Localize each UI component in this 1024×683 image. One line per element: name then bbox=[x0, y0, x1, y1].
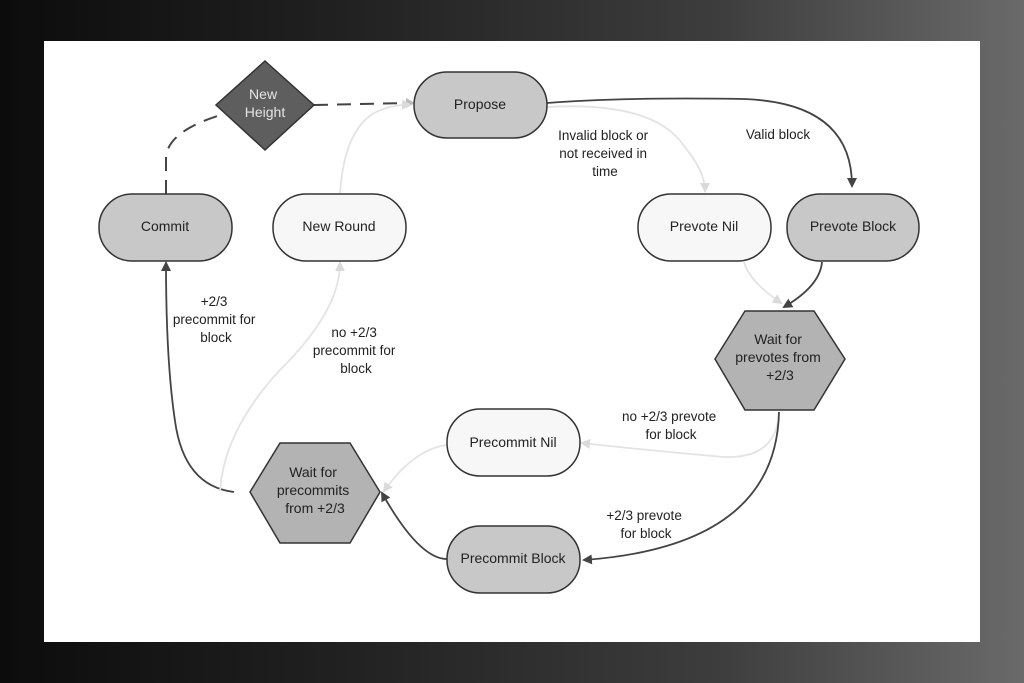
new-height-label-line1: New bbox=[249, 86, 278, 102]
node-precommit-block: Precommit Block bbox=[446, 525, 581, 594]
edge-label-valid-block: Valid block bbox=[746, 127, 811, 142]
edge-precommit-block-to-wait-precommits bbox=[381, 491, 448, 560]
commit-label: Commit bbox=[141, 218, 189, 234]
edge-propose-to-prevote-nil bbox=[546, 105, 710, 193]
edge-label-no-plus23-precommit: no +2/3 precommit for block bbox=[313, 325, 399, 376]
wait-precommits-hexagon bbox=[249, 442, 381, 544]
wait-prevotes-line2: prevotes from bbox=[735, 349, 821, 365]
node-new-height: New Height bbox=[214, 59, 316, 152]
edge-label-plus23-prevote: +2/3 prevote for block bbox=[606, 508, 685, 541]
node-wait-precommits: Wait for precommits from +2/3 bbox=[249, 442, 381, 544]
edge-label-no-plus23-prevote: no +2/3 prevote for block bbox=[622, 409, 720, 442]
node-prevote-nil: Prevote Nil bbox=[637, 193, 772, 262]
wait-prevotes-line1: Wait for bbox=[754, 331, 802, 347]
edge-label-plus23-precommit-block: +2/3 precommit for block bbox=[173, 294, 259, 345]
new-height-diamond bbox=[214, 59, 316, 152]
svg-text:New Height: New Height bbox=[245, 86, 286, 120]
edge-prevote-block-to-wait-prevotes bbox=[782, 261, 823, 309]
edge-wait-prevotes-to-precommit-block bbox=[582, 411, 780, 565]
wait-precommits-line2: precommits bbox=[277, 482, 349, 498]
state-diagram-canvas: New Height Propose Commit New Round Prev… bbox=[44, 41, 980, 642]
edge-wait-precommits-to-commit bbox=[161, 261, 235, 493]
wait-precommits-line1: Wait for bbox=[289, 464, 337, 480]
edge-label-invalid-block: Invalid block or not received in time bbox=[558, 128, 652, 179]
edge-wait-prevotes-to-precommit-nil bbox=[580, 411, 780, 458]
new-height-label-line2: Height bbox=[245, 104, 286, 120]
precommit-nil-label: Precommit Nil bbox=[469, 434, 556, 450]
edge-prevote-nil-to-wait-prevotes bbox=[743, 261, 783, 305]
node-wait-prevotes: Wait for prevotes from +2/3 bbox=[714, 310, 846, 411]
node-precommit-nil: Precommit Nil bbox=[446, 408, 581, 477]
prevote-block-label: Prevote Block bbox=[810, 218, 897, 234]
node-propose: Propose bbox=[413, 71, 548, 139]
propose-label: Propose bbox=[454, 96, 506, 112]
wait-prevotes-line3: +2/3 bbox=[766, 367, 794, 383]
edge-new-round-to-propose bbox=[339, 99, 412, 195]
wait-precommits-line3: from +2/3 bbox=[285, 500, 345, 516]
svg-text:Wait for precommits: Wait for precommits from +2/3 bbox=[277, 464, 353, 516]
new-round-label: New Round bbox=[302, 218, 375, 234]
precommit-block-label: Precommit Block bbox=[460, 550, 566, 566]
svg-text:Wait for prevotes from: Wait for prevotes from +2/3 bbox=[735, 331, 824, 383]
edge-commit-to-new-height bbox=[165, 113, 225, 194]
node-prevote-block: Prevote Block bbox=[786, 193, 920, 262]
edge-new-height-to-propose bbox=[313, 102, 407, 106]
edge-wait-precommits-to-new-round bbox=[219, 261, 345, 492]
edge-precommit-nil-to-wait-precommits bbox=[382, 444, 448, 493]
consensus-state-diagram: New Height Propose Commit New Round Prev… bbox=[98, 59, 920, 594]
node-commit: Commit bbox=[98, 193, 233, 262]
wait-prevotes-hexagon bbox=[714, 310, 846, 411]
edge-propose-to-prevote-block bbox=[546, 97, 857, 188]
node-new-round: New Round bbox=[272, 193, 407, 262]
prevote-nil-label: Prevote Nil bbox=[670, 218, 738, 234]
